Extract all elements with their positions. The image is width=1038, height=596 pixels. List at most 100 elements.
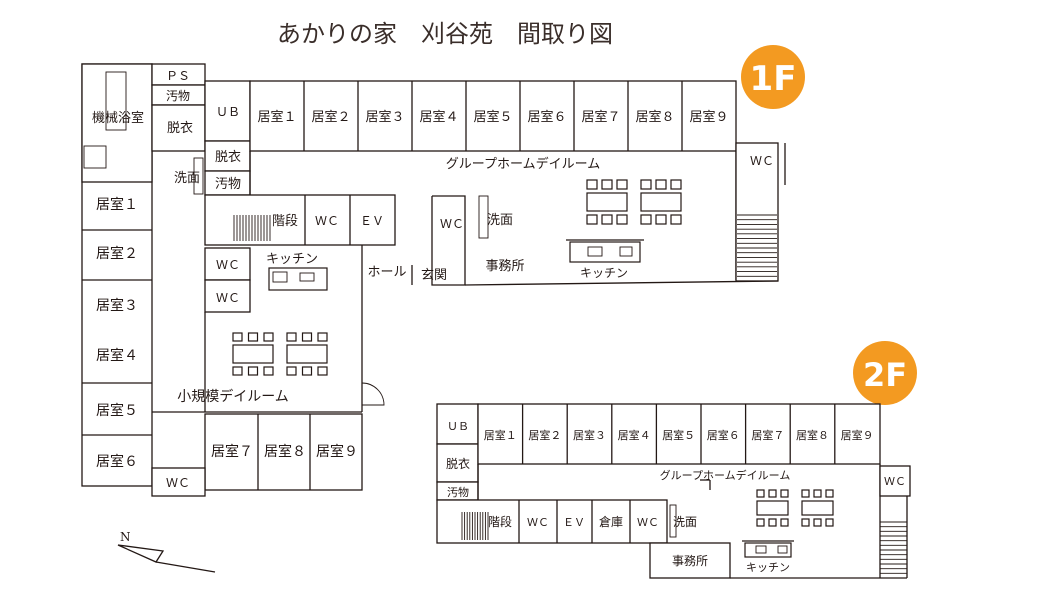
label-hall: ホール <box>367 265 406 280</box>
wash-basin-2 <box>478 195 489 239</box>
room-dress-1 <box>151 104 206 152</box>
top-room-1f-2: 居室２ <box>311 109 350 125</box>
room-dress-2f <box>436 443 479 483</box>
top-room-1f-6: 居室６ <box>527 109 566 125</box>
top-room-2f-2: 居室２ <box>528 428 561 442</box>
top-room-1f-4: 居室４ <box>419 109 458 125</box>
label-small-dayroom: 小規模デイルーム <box>177 388 289 405</box>
small-dayroom-tables <box>232 332 328 376</box>
label-wc-center: ＷＣ <box>440 217 464 231</box>
north-label: N <box>120 530 131 544</box>
door-swing <box>361 382 385 406</box>
label-wc-east-2f: ＷＣ <box>884 475 906 488</box>
top-room-1f-7: 居室７ <box>581 109 620 125</box>
floor-1: 1F 機械浴室 居室１ 居室２ 居室３ 居室４ 居室５ 居室６ ＰＳ 汚物 脱衣… <box>81 45 805 497</box>
room-wc-b <box>204 247 251 281</box>
label-kitchen-small: キッチン <box>266 252 318 267</box>
north-arrow: N <box>117 530 216 573</box>
label-dress-2: 脱衣 <box>215 149 241 165</box>
room-wc-bottom <box>151 467 206 497</box>
top-rooms-row-2f <box>477 403 881 465</box>
floor-1-badge-label: 1F <box>750 59 797 99</box>
label-wc1-2f: ＷＣ <box>527 516 549 529</box>
top-room-2f-3: 居室３ <box>573 428 606 442</box>
page-title: あかりの家 刈谷苑 間取り図 <box>277 20 613 48</box>
east-stairs-2f <box>880 521 907 579</box>
label-office-1f: 事務所 <box>485 259 524 274</box>
top-room-2f-5: 居室５ <box>662 428 695 442</box>
top-room-2f-8: 居室８ <box>796 428 829 442</box>
top-room-2f-1: 居室１ <box>484 428 517 442</box>
label-gh-dayroom: グループホームデイルーム <box>446 156 600 172</box>
dining-table-small-2 <box>286 332 328 376</box>
label-stairs-2f: 階段 <box>488 514 512 529</box>
label-ev-2f: ＥＶ <box>563 516 585 529</box>
south-room-8: 居室８ <box>264 443 306 460</box>
dining-table-2f-1 <box>756 489 789 527</box>
label-wc-bottom: ＷＣ <box>166 476 190 490</box>
label-machine-bath: 機械浴室 <box>92 110 144 126</box>
west-room-5: 居室５ <box>96 402 138 419</box>
label-wc-east: ＷＣ <box>750 154 774 168</box>
floor-2-badge <box>853 341 917 405</box>
label-wash-2: 洗面 <box>487 213 513 228</box>
top-rooms-row <box>249 80 737 152</box>
top-room-2f-6: 居室６ <box>707 428 740 442</box>
label-entrance: 玄関 <box>421 268 447 283</box>
top-room-1f-9: 居室９ <box>689 109 728 125</box>
wash-basin-2f <box>669 504 677 538</box>
stairs-1f <box>233 215 271 241</box>
kitchen-counter-2f <box>744 542 792 558</box>
south-room-9: 居室９ <box>316 443 358 460</box>
label-soiled-1: 汚物 <box>166 89 190 103</box>
floor-2-badge-label: 2F <box>863 356 907 394</box>
top-room-2f-4: 居室４ <box>618 428 651 442</box>
top-room-2f-7: 居室７ <box>751 428 784 442</box>
label-stairs: 階段 <box>272 214 298 229</box>
label-soiled-2f: 汚物 <box>447 485 469 499</box>
label-ev: ＥＶ <box>360 214 384 228</box>
top-room-1f-1: 居室１ <box>257 109 296 125</box>
label-gh-dayroom-2f: グループホームデイルーム <box>660 468 791 482</box>
label-soiled-2: 汚物 <box>215 177 241 192</box>
north-arrow-shape <box>117 544 165 563</box>
gh-dayroom-tables-2f <box>756 489 834 527</box>
label-wc2-2f: ＷＣ <box>637 516 659 529</box>
south-rooms <box>204 413 363 491</box>
top-room-1f-3: 居室３ <box>365 109 404 125</box>
room-office-2f <box>649 542 731 579</box>
label-dress-2f: 脱衣 <box>446 456 470 471</box>
label-dress-1: 脱衣 <box>167 120 193 136</box>
label-ub: ＵＢ <box>216 105 240 119</box>
label-ps: ＰＳ <box>166 69 190 83</box>
bath-fixture-shape <box>83 145 107 169</box>
west-room-6: 居室６ <box>96 453 138 470</box>
label-wc-b: ＷＣ <box>216 258 240 272</box>
label-storage-2f: 倉庫 <box>599 514 623 529</box>
kitchen-counter-small <box>268 267 328 291</box>
floor-1-badge <box>741 45 805 109</box>
kitchen-counter-big <box>569 241 641 263</box>
west-room-3: 居室３ <box>96 297 138 314</box>
room-wc-east-2f <box>879 465 911 497</box>
dining-table-big-2 <box>640 179 682 225</box>
wash-basin-1 <box>193 157 204 195</box>
stairs-2f <box>461 512 489 540</box>
label-wash-1: 洗面 <box>174 171 200 186</box>
label-wc-c: ＷＣ <box>216 291 240 305</box>
service-strip-2f <box>436 499 668 544</box>
west-room-4: 居室４ <box>96 347 138 364</box>
west-room-2: 居室２ <box>96 245 138 262</box>
top-room-1f-5: 居室５ <box>473 109 512 125</box>
west-room-1: 居室１ <box>96 196 138 213</box>
dining-table-small-1 <box>232 332 274 376</box>
bathtub-shape <box>105 71 127 131</box>
label-office-2f: 事務所 <box>672 554 708 568</box>
room-wc-c <box>204 279 251 313</box>
label-ub-2f: ＵＢ <box>447 420 469 433</box>
gh-dayroom-tables <box>586 179 682 225</box>
label-wash-2f: 洗面 <box>673 515 697 529</box>
